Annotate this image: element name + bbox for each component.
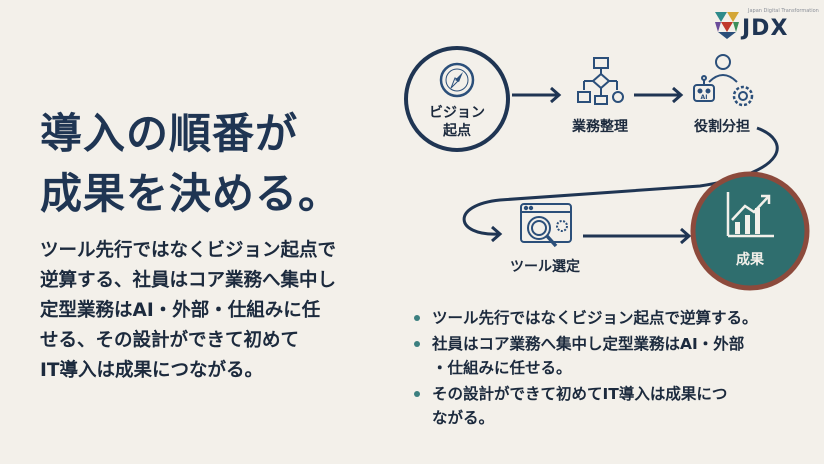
body-line-5: IT導入は成果につながる。	[40, 360, 264, 381]
vision-label-line-2: 起点	[443, 123, 471, 139]
headline-line-2: 成果を決める。	[40, 169, 342, 218]
logo-tagline: Japan Digital Transformation	[748, 8, 819, 14]
vision-label: ビジョン 起点	[417, 104, 497, 140]
person-icon	[708, 54, 738, 83]
bullet-item: その設計ができて初めてIT導入は成果につ ながる。	[410, 382, 810, 430]
tool-selection-label: ツール選定	[510, 259, 580, 275]
bullet-dot-icon	[414, 391, 420, 397]
robot-icon	[693, 75, 715, 102]
summary-bullet-list: ツール先行ではなくビジョン起点で逆算する。 社員はコア業務へ集中し定型業務はAI…	[410, 306, 810, 432]
bullet-item: ツール先行ではなくビジョン起点で逆算する。	[410, 306, 810, 330]
flowchart-icon	[577, 57, 624, 105]
bullet-1-line-1: ツール先行ではなくビジョン起点で逆算する。	[432, 309, 758, 327]
body-line-2: 逆算する、社員はコア業務へ集中し	[40, 270, 337, 291]
body-line-3: 定型業務はAI・外部・仕組みに任	[40, 300, 321, 321]
bullet-2-line-1: 社員はコア業務へ集中し定型業務はAI・外部	[432, 335, 745, 353]
tool-search-icon	[520, 203, 572, 248]
vision-label-line-1: ビジョン	[429, 105, 485, 121]
headline: 導入の順番が 成果を決める。	[40, 104, 370, 224]
robot-ai-label: AI	[701, 94, 708, 101]
logo-mark-icon	[715, 12, 739, 39]
body-line-4: せる、その設計ができて初めて	[40, 330, 300, 351]
body-line-1: ツール先行ではなくビジョン起点で	[40, 240, 337, 261]
arrow-business-to-roles	[634, 86, 684, 104]
compass-icon	[439, 62, 475, 98]
role-sharing-label: 役割分担	[694, 119, 750, 135]
logo-text: JDX	[742, 16, 789, 41]
bullet-item: 社員はコア業務へ集中し定型業務はAI・外部 ・仕組みに任せる。	[410, 332, 810, 380]
bullet-3-line-1: その設計ができて初めてIT導入は成果につ	[432, 385, 728, 403]
jdx-logo: Japan Digital Transformation JDX	[712, 6, 819, 42]
body-paragraph: ツール先行ではなくビジョン起点で 逆算する、社員はコア業務へ集中し 定型業務はA…	[40, 236, 385, 386]
growth-chart-icon	[726, 192, 774, 238]
bullet-2-line-2: ・仕組みに任せる。	[432, 359, 572, 377]
arrow-tools-to-result	[583, 227, 692, 245]
vision-node	[404, 46, 510, 152]
gear-icon	[732, 85, 754, 107]
headline-line-1: 導入の順番が	[40, 109, 299, 158]
arrow-roles-to-tools	[462, 126, 779, 243]
bullet-3-line-2: ながる。	[432, 409, 495, 427]
result-label: 成果	[736, 252, 764, 268]
bullet-dot-icon	[414, 341, 420, 347]
arrow-vision-to-business	[512, 86, 562, 104]
business-organize-label: 業務整理	[572, 119, 628, 135]
bullet-dot-icon	[414, 315, 420, 321]
